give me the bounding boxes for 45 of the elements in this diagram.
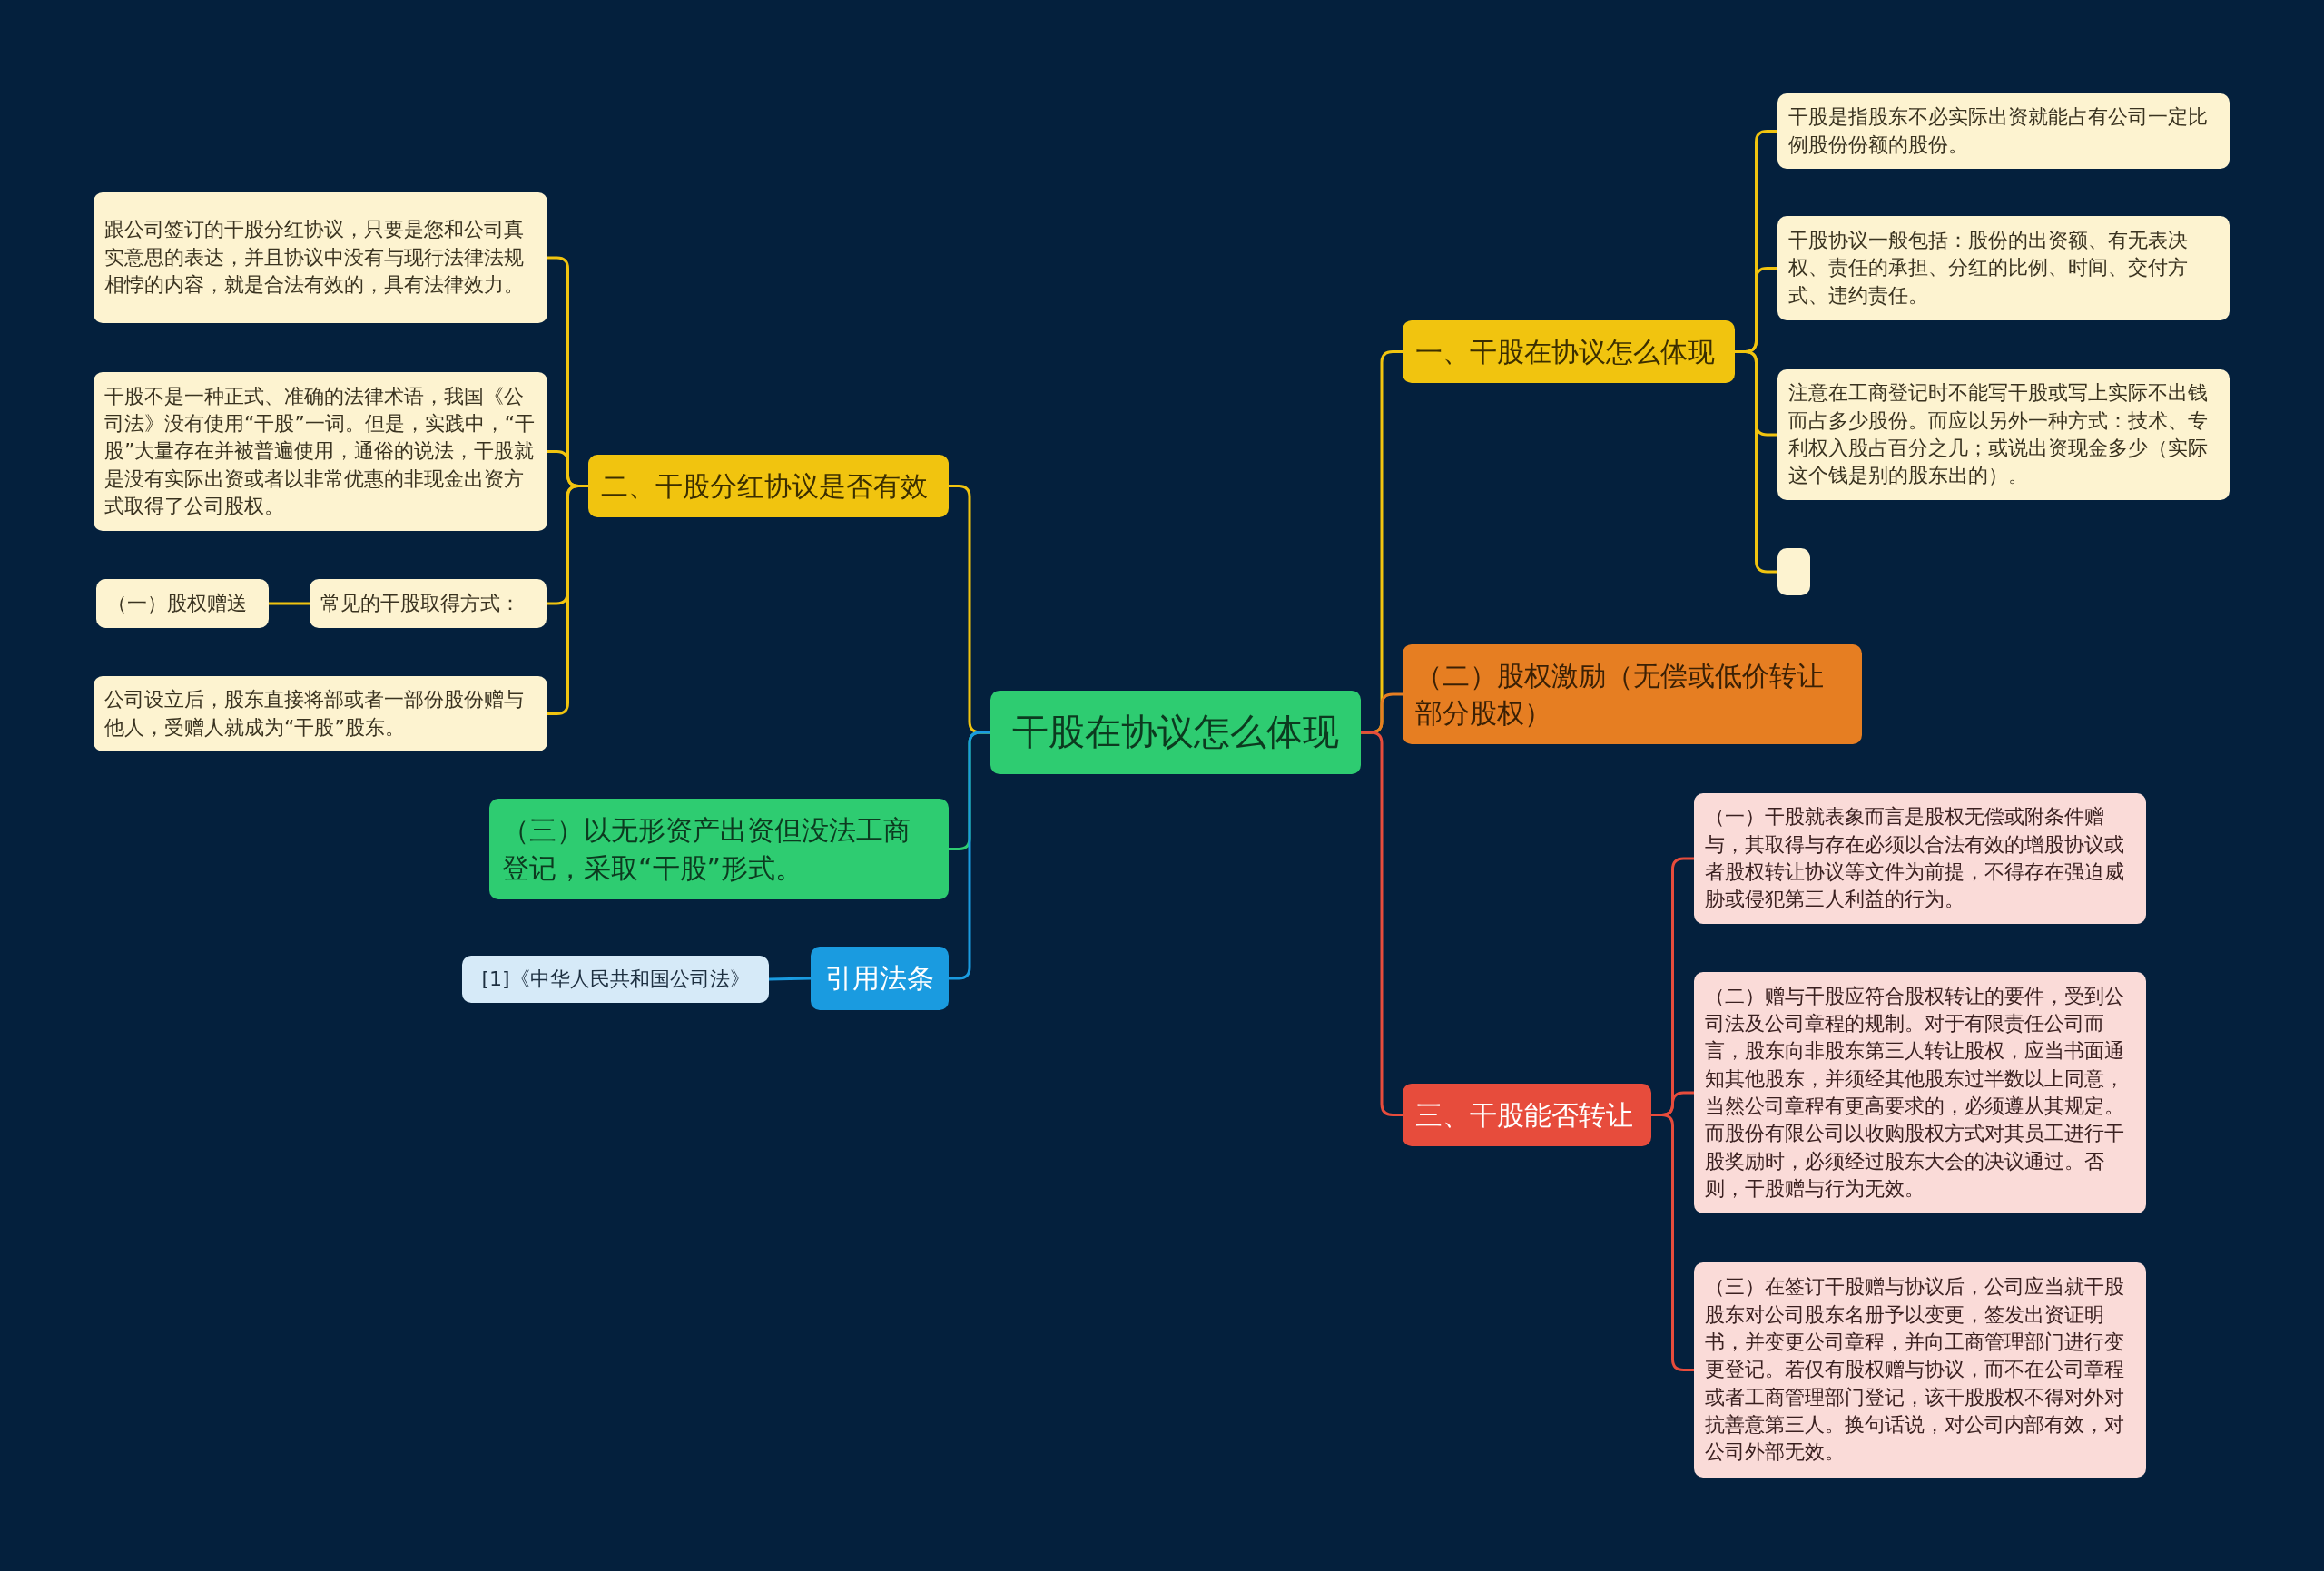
topic-text: 二、干股分红协议是否有效 <box>601 468 929 504</box>
topic-text: 注意在工商登记时不能写干股或写上实际不出钱而占多少股份。而应以另外一种方式：技术、专利权入股占百分之几；或说出资现金多少（实际这个钱是别的股东出的）。 <box>1788 380 2209 489</box>
note-card <box>1777 216 2230 320</box>
branch-topic <box>489 799 949 899</box>
topic-text: （一）干股就表象而言是股权无偿或附条件赠与，其取得与存在必须以合法有效的增股协议或者股权转让协议等文件为前提，不得存在强迫威胁或侵犯第三人利益的行为。 <box>1705 804 2125 913</box>
topic-text: 干股不是一种正式、准确的法律术语，我国《公司法》没有使用“干股”一词。但是，实践中，“干股”大量存在并被普遍使用，通俗的说法，干股就是没有实际出资或者以非常优惠的非现金出资方式取得了公司股权。 <box>104 383 537 520</box>
topic-text: 常见的干股取得方式： <box>320 590 521 616</box>
topic-text: [1]《中华人民共和国公司法》 <box>480 966 751 992</box>
connector-line <box>1651 1114 1694 1371</box>
note-card <box>1694 1262 2146 1478</box>
topic-text: 一、干股在协议怎么体现 <box>1415 334 1716 369</box>
empty-box <box>1777 548 1810 595</box>
topic-text: 干股在协议怎么体现 <box>1011 710 1340 755</box>
topic-text: （三）在签订干股赠与协议后，公司应当就干股股东对公司股东名册予以变更，签发出资证明书，并变更公司章程，并向工商管理部门进行变更登记。若仅有股权赠与协议，而不在公司章程或者工商管理部门登记，该干股股权不得对外对抗善意第三人。换句话说，对公司内部有效，对公司外部无效。 <box>1705 1274 2125 1466</box>
reference-card <box>462 956 769 1003</box>
branch-topic <box>811 947 949 1010</box>
central-topic <box>990 691 1361 774</box>
note-card <box>94 372 547 531</box>
note-card <box>94 192 547 323</box>
topic-text: 干股协议一般包括：股份的出资额、有无表决权、责任的承担、分红的比例、时间、交付方式、违约责任。 <box>1788 227 2189 309</box>
note-card <box>1777 369 2230 500</box>
topic-text: 公司设立后，股东直接将部或者一部份股份赠与他人，受赠人就成为“干股”股东。 <box>104 687 525 741</box>
connector-line <box>949 731 990 980</box>
connector-line <box>269 602 310 605</box>
topic-text: （三）以无形资产出资但没法工商登记，采取“干股”形式。 <box>502 813 911 886</box>
branch-topic <box>588 455 949 517</box>
topic-text: 跟公司签订的干股分红协议，只要是您和公司真实意思的表达，并且协议中没有与现行法律法规相悖的内容，就是合法有效的，具有法律效力。 <box>104 217 525 299</box>
branch-topic <box>1403 320 1735 383</box>
topic-text: （二）赠与干股应符合股权转让的要件，受到公司法及公司章程的规制。对于有限责任公司而言，股东向非股东第三人转让股权，应当书面通知其他股东，并须经其他股东过半数以上同意，当然公司章程有更高要求的，必须遵从其规定。而股份有限公司以收购股权方式对其员工进行干股奖励时，必须经过股东大会的决议通过。否则，干股赠与行为无效。 <box>1705 983 2125 1203</box>
branch-topic <box>1403 644 1862 744</box>
note-card <box>1777 93 2230 169</box>
connector-line <box>768 977 812 981</box>
note-card <box>96 579 269 628</box>
note-card <box>310 579 547 628</box>
topic-text: 三、干股能否转让 <box>1415 1097 1634 1133</box>
note-card <box>1694 972 2146 1213</box>
connector-line <box>547 485 588 715</box>
topic-text: 引用法条 <box>824 961 935 997</box>
topic-text: （二）股权激励（无偿或低价转让部分股权） <box>1415 658 1825 731</box>
topic-text: （一）股权赠送 <box>107 590 248 616</box>
branch-topic <box>1403 1084 1651 1146</box>
connector-line <box>1361 731 1403 1116</box>
topic-text: 干股是指股东不必实际出资就能占有公司一定比例股份份额的股份。 <box>1788 104 2209 158</box>
note-card <box>94 676 547 751</box>
note-card <box>1694 793 2146 924</box>
